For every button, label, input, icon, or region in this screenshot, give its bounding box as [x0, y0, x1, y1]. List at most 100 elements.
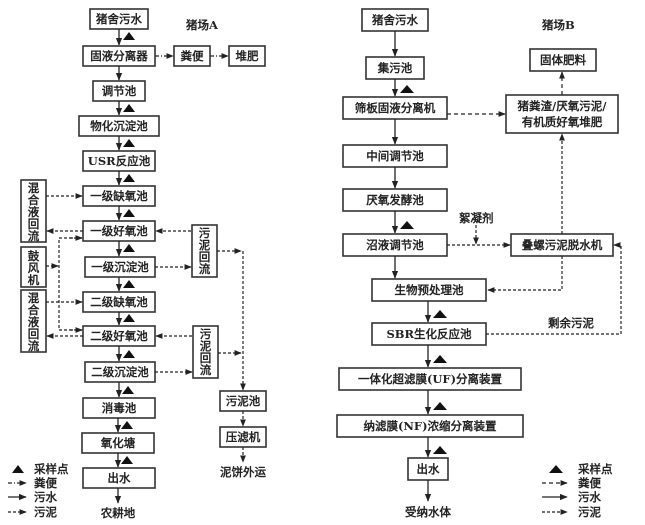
svg-text:SBR生化反应池: SBR生化反应池: [386, 327, 472, 341]
node-b-effluent: 出水: [407, 457, 449, 481]
sampling-point-icon: [122, 386, 134, 394]
sampling-point-icon: [123, 350, 135, 358]
svg-text:泥: 泥: [199, 238, 211, 252]
node-b-bio-pre: 生物预处理池: [371, 278, 487, 302]
svg-text:污泥池: 污泥池: [226, 394, 261, 408]
node-b-sbr: SBR生化反应池: [371, 322, 487, 346]
svg-text:回: 回: [200, 351, 212, 365]
node-a-separator: 固液分离器: [82, 45, 156, 67]
svg-text:出水: 出水: [417, 462, 440, 476]
node-a-physchem: 物化沉淀池: [78, 115, 160, 137]
node-a-oxpond: 氧化塘: [81, 432, 155, 454]
svg-text:固体肥料: 固体肥料: [540, 53, 586, 67]
svg-text:混: 混: [28, 291, 40, 305]
svg-text:粪便: 粪便: [181, 49, 204, 63]
svg-text:回: 回: [28, 327, 40, 341]
sampling-point-icon: [121, 421, 133, 429]
node-a-effluent: 出水: [82, 467, 156, 489]
svg-text:采样点: 采样点: [33, 462, 69, 476]
node-a-farmland: 农耕地: [100, 506, 136, 520]
sampling-point-icon: [123, 139, 135, 147]
svg-text:污水: 污水: [34, 490, 57, 504]
svg-text:机: 机: [28, 273, 40, 287]
svg-text:生物预处理池: 生物预处理池: [395, 283, 464, 297]
node-b-biogas-reg: 沼液调节池: [342, 233, 448, 257]
svg-text:流: 流: [200, 363, 212, 377]
node-a-mix-return-2: 混 合 液 回 流: [20, 289, 47, 353]
a-sludge-flow: [46, 193, 246, 463]
a-sewage-flow: [114, 29, 123, 504]
label-flocculant: 絮凝剂: [459, 211, 494, 225]
svg-text:污泥: 污泥: [578, 505, 601, 519]
svg-text:有机质好氧堆肥: 有机质好氧堆肥: [522, 115, 603, 129]
node-a-aerobic1: 一级好氧池: [82, 220, 156, 242]
node-a-mix-return-1: 混 合 液 回 流: [20, 179, 47, 243]
node-a-sludge-return-2: 污 泥 回 流: [192, 325, 219, 379]
sampling-point-icon: [433, 402, 447, 410]
svg-text:鼓: 鼓: [28, 249, 40, 263]
sampling-point-icon: [123, 209, 135, 217]
sampling-point-icon: [123, 244, 135, 252]
sampling-point-icon: [400, 85, 414, 93]
sampling-point-icon: [400, 221, 414, 229]
node-b-receiving: 受纳水体: [405, 505, 451, 519]
svg-text:污水: 污水: [578, 490, 601, 504]
svg-text:流: 流: [28, 339, 40, 353]
b-sampling-points: [400, 85, 447, 454]
svg-text:液: 液: [28, 315, 40, 329]
node-a-manure: 粪便: [173, 45, 211, 67]
svg-text:污: 污: [199, 226, 211, 240]
b-sewage-flow: [391, 31, 432, 502]
sampling-point-icon: [549, 465, 563, 473]
node-b-nf: 纳滤膜(NF)浓缩分离装置: [336, 414, 524, 438]
svg-text:粪便: 粪便: [34, 476, 57, 490]
svg-text:集污池: 集污池: [377, 61, 413, 75]
svg-text:调节池: 调节池: [102, 84, 137, 98]
node-a-usr: USR反应池: [82, 150, 156, 172]
node-b-mid-reg: 中间调节池: [342, 144, 448, 168]
svg-text:合: 合: [28, 193, 40, 207]
svg-text:厌氧发酵池: 厌氧发酵池: [366, 193, 424, 207]
svg-text:猪舍污水: 猪舍污水: [95, 12, 142, 26]
svg-text:液: 液: [28, 205, 40, 219]
node-a-sludge-pool: 污泥池: [219, 390, 267, 412]
node-a-blower: 鼓 风 机: [20, 246, 47, 288]
svg-text:采样点: 采样点: [577, 462, 613, 476]
node-a-source: 猪舍污水: [89, 8, 149, 30]
svg-text:压滤机: 压滤机: [226, 430, 261, 444]
svg-text:猪粪渣/厌氧污泥/: 猪粪渣/厌氧污泥/: [517, 99, 608, 113]
legend-b: 采样点 粪便 污水 污泥: [542, 462, 613, 519]
node-a-cake-out: 泥饼外运: [220, 465, 266, 479]
sampling-point-icon: [123, 314, 135, 322]
svg-text:氧化塘: 氧化塘: [100, 436, 136, 450]
svg-text:粪便: 粪便: [578, 476, 601, 490]
node-a-anoxic2: 二级缺氧池: [82, 291, 156, 313]
svg-text:堆肥: 堆肥: [236, 49, 259, 63]
svg-text:回: 回: [199, 250, 211, 264]
svg-text:叠螺污泥脱水机: 叠螺污泥脱水机: [522, 238, 603, 252]
legend-a: 采样点 粪便 污水 污泥: [8, 462, 69, 519]
svg-text:流: 流: [199, 262, 211, 276]
svg-text:筛板固液分离机: 筛板固液分离机: [355, 101, 436, 115]
sampling-point-icon: [121, 456, 133, 464]
node-a-aerobic2: 二级好氧池: [82, 325, 156, 347]
node-b-composting: 猪粪渣/厌氧污泥/ 有机质好氧堆肥: [505, 94, 619, 134]
node-a-disinfect: 消毒池: [82, 397, 156, 419]
svg-text:中间调节池: 中间调节池: [366, 149, 424, 163]
sampling-point-icon: [123, 104, 135, 112]
svg-text:一体化超滤膜(UF)分离装置: 一体化超滤膜(UF)分离装置: [358, 372, 503, 386]
sampling-point-icon: [123, 174, 135, 182]
node-b-uf: 一体化超滤膜(UF)分离装置: [338, 367, 522, 391]
node-a-anoxic1: 一级缺氧池: [82, 185, 156, 207]
svg-text:二级好氧池: 二级好氧池: [90, 329, 148, 343]
node-b-solid-fert: 固体肥料: [529, 48, 597, 72]
svg-text:泥: 泥: [200, 339, 212, 353]
svg-text:消毒池: 消毒池: [102, 401, 137, 415]
node-b-collect: 集污池: [365, 56, 425, 80]
svg-text:固液分离器: 固液分离器: [90, 49, 148, 63]
label-excess-sludge: 剩余污泥: [548, 316, 594, 330]
svg-text:出水: 出水: [108, 471, 131, 485]
svg-text:合: 合: [28, 303, 40, 317]
svg-text:二级沉淀池: 二级沉淀池: [91, 365, 149, 379]
